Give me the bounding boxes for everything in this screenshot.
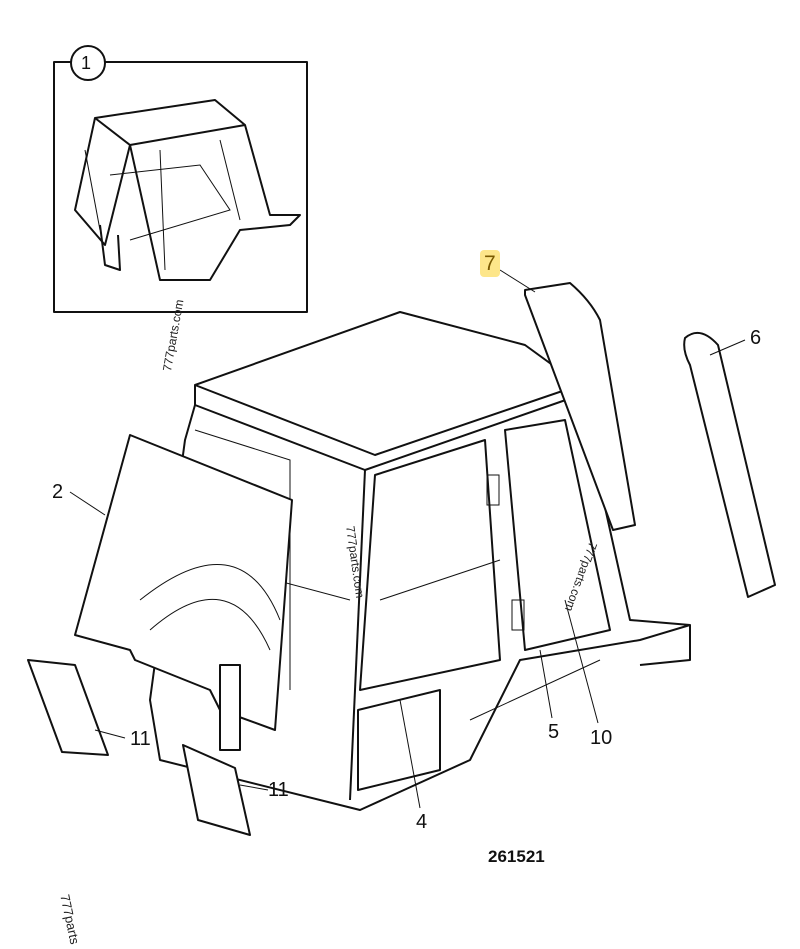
drawing-number: 261521	[488, 847, 545, 866]
inset-overview	[53, 45, 308, 313]
callout-7[interactable]: 7	[480, 250, 500, 277]
leader-lines	[69, 269, 746, 809]
part-6-seal-strip[interactable]	[683, 331, 776, 598]
callout-1[interactable]: 1	[81, 53, 92, 73]
callout-6[interactable]: 6	[750, 327, 762, 349]
part-7-pillar-trim[interactable]	[524, 282, 636, 531]
part-11-panel-b[interactable]	[182, 744, 251, 836]
callout-11-b[interactable]: 11	[268, 779, 289, 801]
callout-5[interactable]: 5	[548, 721, 560, 743]
part-11-panel-a[interactable]	[27, 659, 109, 756]
callout-11-a[interactable]: 11	[130, 728, 151, 750]
callout-4[interactable]: 4	[416, 811, 428, 833]
part-2-windscreen[interactable]	[74, 434, 293, 731]
callout-2[interactable]: 2	[52, 481, 64, 503]
callout-10[interactable]: 10	[590, 727, 613, 749]
